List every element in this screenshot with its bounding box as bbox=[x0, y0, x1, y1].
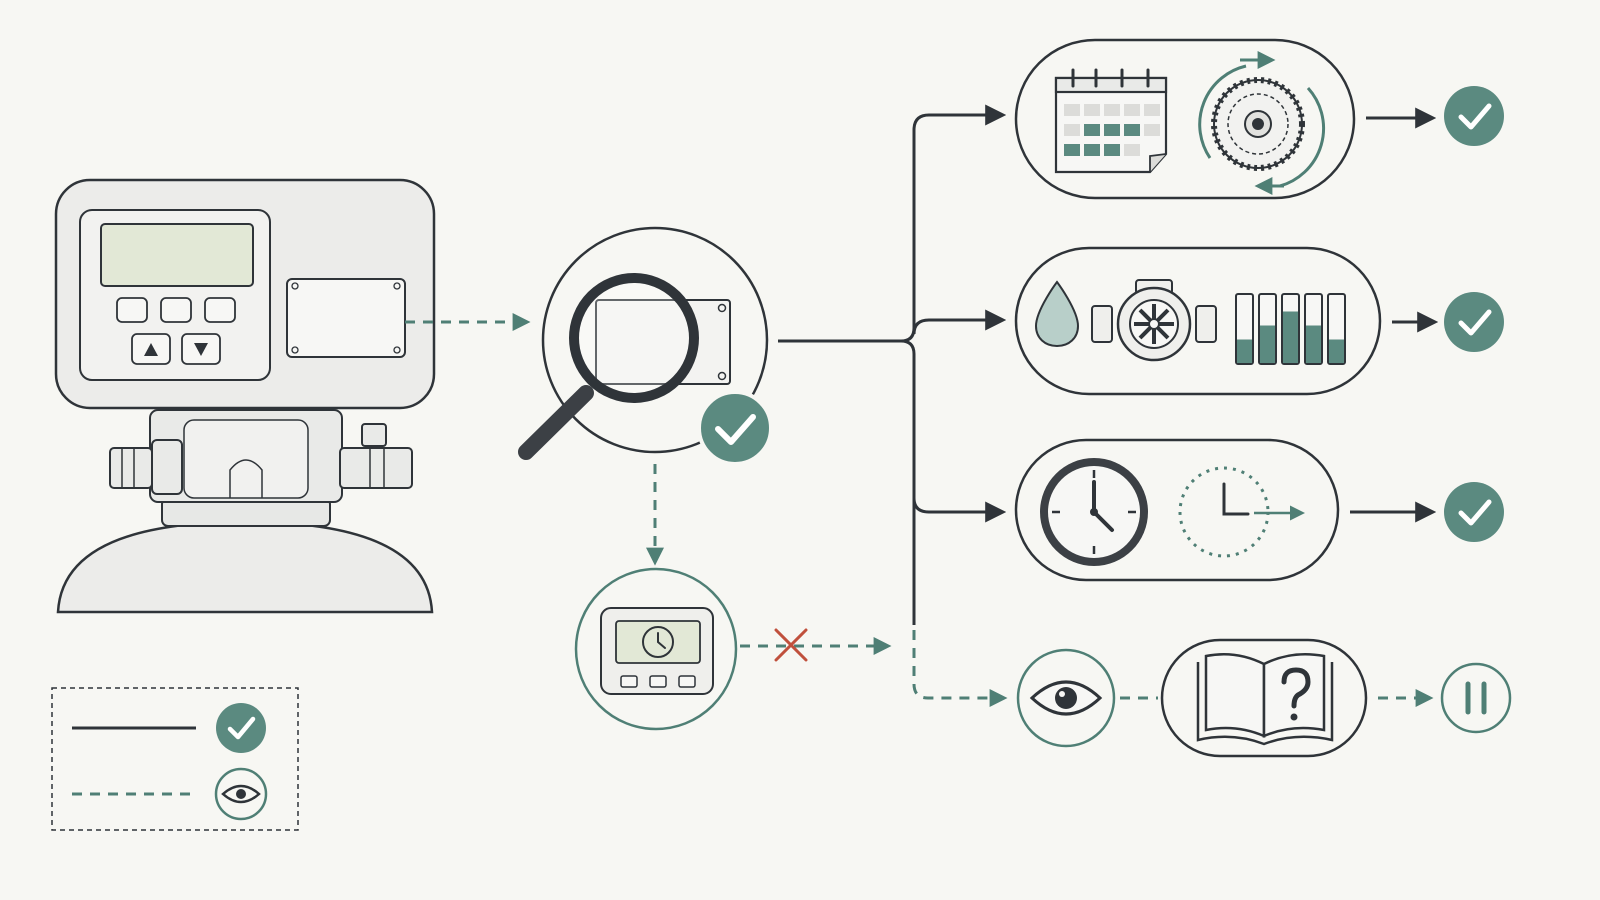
outlet-fitting bbox=[339, 423, 413, 489]
legend-check-icon bbox=[216, 703, 266, 753]
schedule-check-icon bbox=[1444, 86, 1504, 146]
timer-display-node bbox=[574, 567, 738, 731]
branch-connectors bbox=[778, 104, 1008, 707]
lcd-screen bbox=[100, 223, 254, 287]
panel-button-1 bbox=[116, 297, 148, 323]
flow-meter-turbine-icon bbox=[1091, 279, 1217, 362]
pause-icon bbox=[1440, 662, 1512, 734]
clock-icon bbox=[1040, 458, 1148, 566]
resin-wheel-rotation-icon bbox=[1198, 51, 1326, 195]
legend bbox=[51, 687, 299, 831]
inspect-check-icon bbox=[697, 390, 773, 466]
magnifier-icon bbox=[518, 273, 699, 460]
label-plate bbox=[286, 278, 406, 358]
manual-node bbox=[1160, 638, 1368, 758]
water-softener-valve-illustration bbox=[54, 178, 436, 614]
delayed-clock-icon bbox=[1178, 466, 1305, 558]
observe-eye-node bbox=[1016, 648, 1116, 748]
level-bar-fill bbox=[1283, 311, 1298, 363]
up-button bbox=[131, 333, 171, 365]
branch-schedule bbox=[1014, 38, 1356, 200]
calendar-icon bbox=[1054, 68, 1168, 174]
inlet-fitting bbox=[109, 439, 183, 495]
legend-eye-icon bbox=[214, 767, 268, 821]
meter-check-icon bbox=[1444, 292, 1504, 352]
manual-question-icon bbox=[1196, 653, 1334, 746]
branch-meter bbox=[1014, 246, 1382, 396]
branch-clock bbox=[1014, 438, 1340, 582]
level-bars-icon bbox=[1235, 293, 1346, 365]
branch-observe bbox=[1016, 638, 1512, 758]
clock-check-icon bbox=[1444, 482, 1504, 542]
water-drop-icon bbox=[1034, 280, 1080, 348]
down-button bbox=[181, 333, 221, 365]
level-bar-fill bbox=[1260, 325, 1275, 363]
inspect-node bbox=[518, 226, 773, 466]
timer-clock-icon bbox=[642, 626, 674, 658]
level-bar-fill bbox=[1237, 339, 1252, 363]
panel-button-3 bbox=[204, 297, 236, 323]
tank-dome bbox=[56, 520, 434, 614]
level-bar-fill bbox=[1329, 339, 1344, 363]
x-mark-icon bbox=[774, 628, 808, 662]
panel-button-2 bbox=[160, 297, 192, 323]
level-bar-fill bbox=[1306, 325, 1321, 363]
